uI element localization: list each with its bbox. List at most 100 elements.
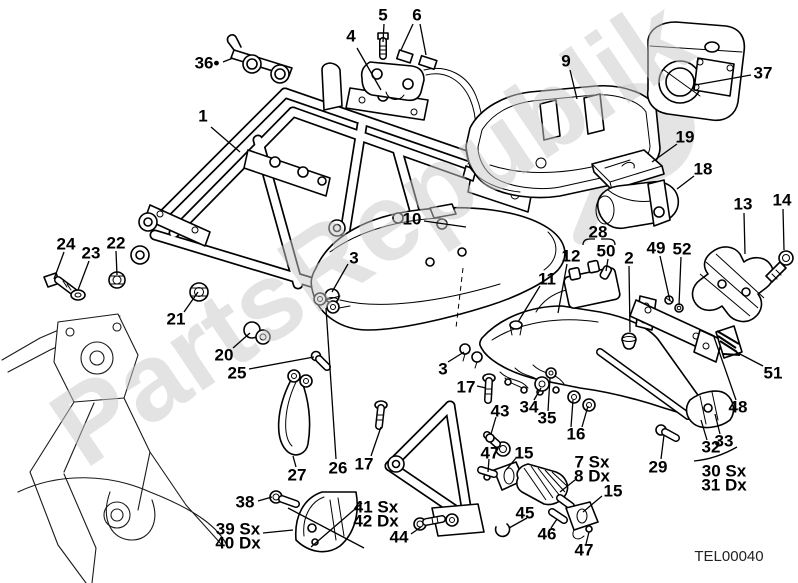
leader-line xyxy=(257,496,273,502)
part-number-label: 15 xyxy=(515,444,534,463)
stud-11 xyxy=(509,320,523,336)
seat-latch-assembly xyxy=(360,32,484,182)
leader-line xyxy=(447,351,465,363)
leader-line xyxy=(53,251,65,280)
fastener-group-left xyxy=(43,271,340,371)
leader-line xyxy=(370,426,382,457)
part-number-label: 20 xyxy=(215,346,234,365)
part-number-label: 45 xyxy=(516,504,535,523)
part-number-label: 42 Dx xyxy=(353,512,399,531)
nut-34 xyxy=(534,376,550,392)
leader-line xyxy=(487,458,490,473)
leader-line xyxy=(582,495,603,513)
part-number-label: 4 xyxy=(346,27,356,46)
leader-line xyxy=(605,258,609,272)
bolt-17-right xyxy=(482,373,496,404)
leader-line xyxy=(628,265,631,333)
leader-line xyxy=(651,143,678,163)
leader-line xyxy=(505,457,517,471)
part-number-label: 1 xyxy=(198,107,207,126)
part-number-label: 10 xyxy=(403,210,422,229)
leader-line xyxy=(382,23,385,43)
seat-post xyxy=(321,62,343,111)
part-number-label: 41 Sx xyxy=(354,498,399,517)
leader-line xyxy=(678,256,682,306)
leader-line xyxy=(476,385,487,389)
leader-line xyxy=(547,377,551,412)
leader-line xyxy=(585,531,590,545)
part-number-label: 5 xyxy=(378,6,387,25)
part-number-label: 17 xyxy=(355,455,374,474)
leader-line xyxy=(183,291,199,313)
footpeg-7-8 xyxy=(516,463,575,510)
rear-casting-assembly xyxy=(459,295,743,442)
leader-line xyxy=(676,175,695,190)
stud-3a xyxy=(459,343,471,362)
tool-kit xyxy=(591,149,665,191)
part-number-label: 23 xyxy=(82,244,101,263)
part-number-label: 9 xyxy=(561,52,570,71)
part-number-label: 18 xyxy=(694,160,713,179)
part-number-label: 30 Sx xyxy=(702,462,747,481)
leader-line xyxy=(550,518,558,529)
plate-holder-cross-bracket xyxy=(691,246,794,323)
part-number-label: 13 xyxy=(734,195,753,214)
part-number-label: 40 Dx xyxy=(215,534,261,553)
leader-line xyxy=(490,416,497,435)
part-number-label: 31 Dx xyxy=(701,476,747,495)
part-number-label: 43 xyxy=(491,402,510,421)
nut-16b xyxy=(582,398,596,412)
footpeg-assembly xyxy=(477,461,599,540)
pin-46 xyxy=(548,508,568,524)
leader-line xyxy=(660,434,665,460)
leader-line xyxy=(410,526,422,535)
cross-member-casting xyxy=(243,149,331,197)
bolt-38 xyxy=(269,490,300,508)
bolt-14 xyxy=(765,250,794,283)
wiring-harness xyxy=(499,364,565,393)
rubber-pad-51 xyxy=(715,325,743,359)
leader-line xyxy=(735,351,764,367)
leader-line xyxy=(77,260,90,291)
cable-adjuster xyxy=(418,54,438,71)
part-number-label: 39 Sx xyxy=(216,520,261,539)
washer-47-right xyxy=(585,525,593,533)
leader-line xyxy=(700,419,708,441)
leader-line xyxy=(569,69,578,100)
part-number-label: 26 xyxy=(329,459,348,478)
part-number-label: 12 xyxy=(562,247,581,266)
part-number-label: 44 xyxy=(390,528,409,547)
part-number-label: 6 xyxy=(412,6,421,25)
leader-line xyxy=(292,455,297,468)
leader-line xyxy=(581,405,589,428)
leader-line xyxy=(694,74,752,86)
part-number-label: 46 xyxy=(538,525,557,544)
part-number-label: 19 xyxy=(676,128,695,147)
leader-line xyxy=(559,479,576,493)
tool-bag xyxy=(595,179,680,230)
part-number-label: 28 xyxy=(589,223,608,242)
leader-line xyxy=(210,126,241,153)
bolt-24 xyxy=(43,272,78,296)
part-number-label: 50 xyxy=(597,242,616,261)
leader-line xyxy=(287,507,365,549)
leader-line xyxy=(423,220,467,228)
drawing-code: TEL00040 xyxy=(694,548,763,565)
cable-adjuster xyxy=(395,49,414,64)
part-number-label: 37 xyxy=(754,64,773,83)
leader-line xyxy=(713,336,737,401)
battery-cables xyxy=(277,292,351,456)
leader-line xyxy=(419,23,427,56)
bolt-29 xyxy=(655,424,680,442)
relay-box xyxy=(535,259,637,350)
part-number-label: 3 xyxy=(438,360,447,379)
part-number-label: 22 xyxy=(107,234,126,253)
leader-line xyxy=(782,208,785,251)
leader-line xyxy=(222,57,234,63)
cable-guide-bracket xyxy=(226,34,293,84)
part-number-label: 21 xyxy=(167,310,186,329)
part-number-label: 38 xyxy=(236,493,255,512)
part-number-label: 16 xyxy=(567,425,586,444)
washer-35 xyxy=(545,367,557,379)
